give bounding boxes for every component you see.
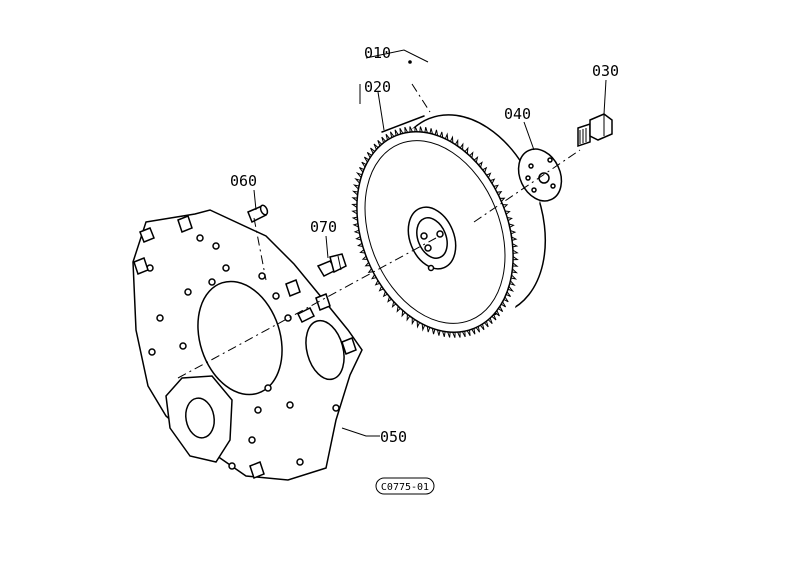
flywheel-bolt	[577, 113, 613, 148]
leader-lines	[253, 49, 607, 437]
ring-gear-teeth	[351, 126, 519, 338]
washer-plate	[517, 148, 563, 202]
housing-plate	[132, 209, 363, 481]
drawing-code: C0775-01	[381, 482, 429, 493]
part-label-020: 020	[364, 78, 391, 96]
part-label-040: 040	[504, 105, 531, 123]
center-lines	[177, 83, 581, 379]
part-label-050: 050	[380, 428, 407, 446]
drawing-reference: C0775-01	[375, 477, 435, 495]
plate-bolt	[316, 253, 347, 277]
part-label-070: 070	[310, 218, 337, 236]
part-labels: 010 020 030 040 050 060 070	[230, 44, 619, 446]
flywheel	[350, 114, 547, 338]
part-label-030: 030	[592, 62, 619, 80]
dowel-pin	[247, 204, 269, 224]
part-label-060: 060	[230, 172, 257, 190]
part-label-010: 010	[364, 44, 391, 62]
